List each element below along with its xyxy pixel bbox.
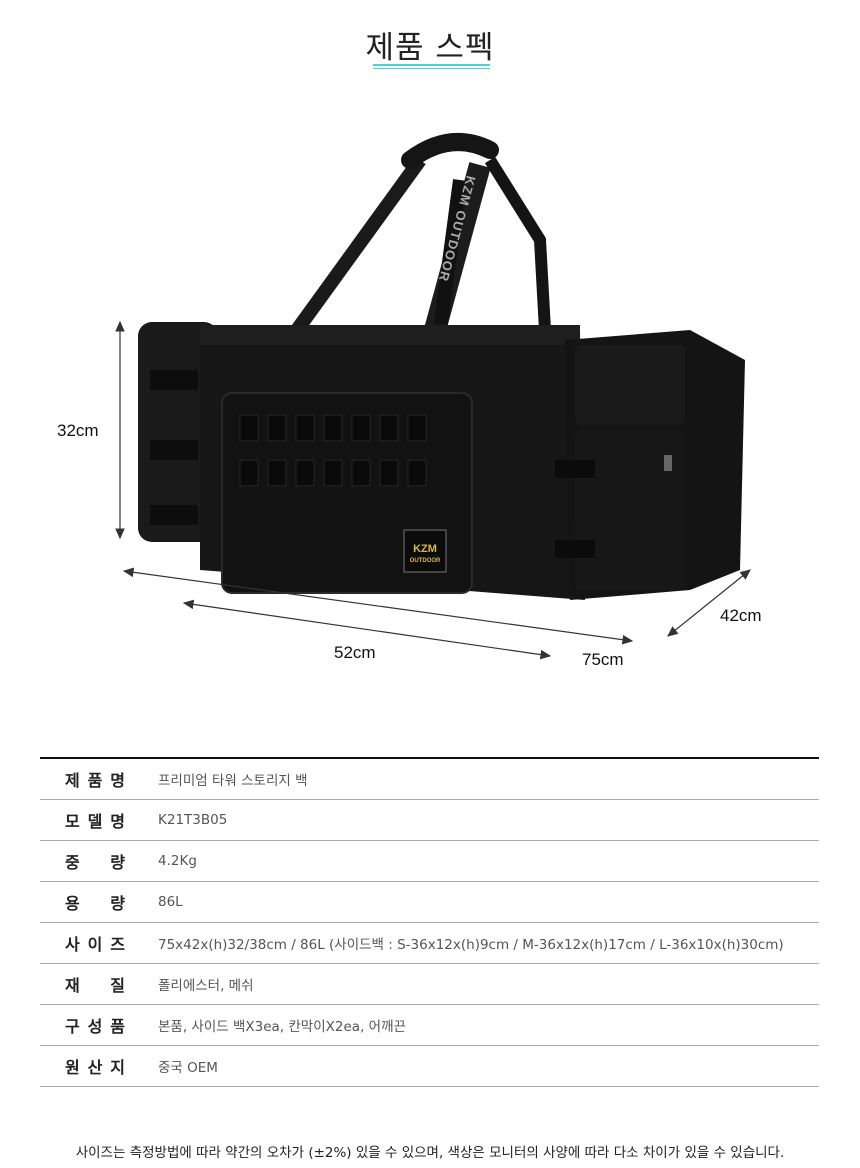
spec-value: 86L	[158, 893, 183, 910]
svg-text:OUTDOOR: OUTDOOR	[410, 558, 441, 564]
spec-label-char: 지	[110, 1057, 125, 1077]
spec-value: 프리미엄 타워 스토리지 백	[158, 772, 308, 789]
footnote: 사이즈는 측정방법에 따라 약간의 오차가 (±2%) 있을 수 있으며, 색상…	[75, 1145, 785, 1161]
title-underline	[373, 64, 490, 69]
spec-value: 4.2Kg	[158, 852, 197, 869]
spec-label-char: 산	[87, 1057, 103, 1077]
spec-label-char: 품	[87, 770, 103, 790]
spec-label-char: 모	[65, 811, 80, 831]
spec-value: 본품, 사이드 백X3ea, 칸막이X2ea, 어깨끈	[158, 1018, 406, 1035]
spec-label-char: 량	[110, 852, 125, 872]
dimension-front-length-label: 52cm	[334, 643, 376, 662]
dimension-total-length-label: 75cm	[582, 650, 624, 669]
spec-label-char: 델	[87, 811, 103, 831]
spec-label-char: 사	[65, 934, 80, 954]
spec-label-char: 품	[110, 1016, 125, 1036]
spec-label-char: 량	[110, 893, 125, 913]
spec-value: K21T3B05	[158, 811, 228, 828]
spec-label-char: 재	[65, 975, 80, 995]
spec-label-char: 구	[65, 1016, 80, 1036]
spec-label-char: 중	[65, 852, 80, 872]
spec-value: 폴리에스터, 메쉬	[158, 977, 254, 994]
spec-label-char: 명	[110, 770, 125, 790]
dimension-depth-label: 42cm	[720, 606, 762, 625]
dimension-height-label: 32cm	[57, 421, 99, 440]
patch-brand-text: KZM	[413, 543, 437, 555]
spec-value: 75x42x(h)32/38cm / 86L (사이드백 : S-36x12x(…	[158, 936, 784, 953]
bag-illustration: KZM OUTDOOR DOOR KZM OUTDOOR	[115, 133, 751, 660]
spec-label-char: 이	[87, 934, 103, 954]
page-title: 제품 스펙	[365, 30, 495, 66]
spec-label-char: 용	[65, 893, 80, 913]
spec-label-char: 제	[65, 770, 80, 790]
spec-label-char: 명	[110, 811, 125, 831]
spec-label-char: 성	[87, 1016, 103, 1036]
spec-label-char: 질	[110, 975, 125, 995]
product-image: KZM OUTDOOR DOOR KZM OUTDOOR	[0, 120, 860, 680]
spec-label-char: 즈	[110, 934, 125, 954]
spec-value: 중국 OEM	[158, 1059, 218, 1076]
spec-label-char: 원	[65, 1057, 80, 1077]
